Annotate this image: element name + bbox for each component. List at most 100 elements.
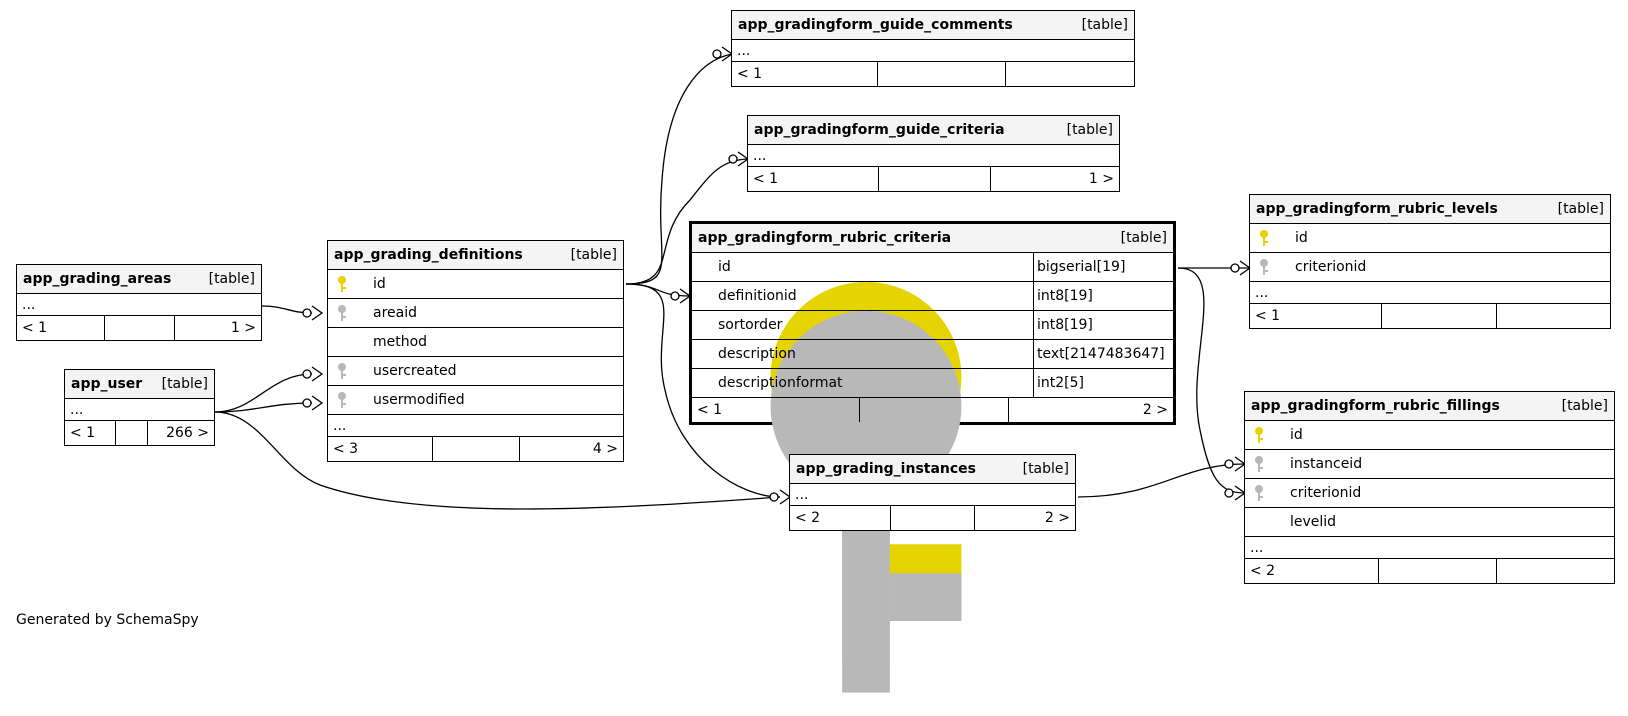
edge-user-instances — [214, 411, 781, 510]
column-name: areaid — [373, 305, 417, 321]
column-row: criterionid — [1250, 253, 1610, 282]
column-row: areaid — [328, 299, 623, 328]
column-name: id — [718, 259, 731, 275]
column-row: usermodified — [328, 386, 623, 415]
table-name: app_user — [71, 376, 143, 392]
column-name: id — [373, 276, 386, 292]
generator-credit: Generated by SchemaSpy — [16, 612, 199, 628]
column-row: id — [1250, 224, 1610, 253]
footer-rows — [878, 62, 1006, 86]
table-header: app_grading_definitions [table] — [328, 241, 623, 270]
foreign-key-icon — [1255, 485, 1263, 501]
table-app-grading-instances[interactable]: app_grading_instances [table] ... < 2 2 … — [789, 454, 1076, 531]
column-datatype: int2[5] — [1037, 375, 1084, 391]
foreign-key-icon — [338, 392, 346, 408]
table-type: [table] — [161, 376, 208, 392]
footer-parents: 1 > — [230, 320, 256, 336]
table-header: app_gradingform_rubric_levels [table] — [1250, 195, 1610, 224]
table-header: app_gradingform_guide_criteria [table] — [748, 116, 1119, 145]
primary-key-icon — [1255, 427, 1263, 443]
footer-rows — [891, 506, 975, 530]
more-columns: ... — [1250, 282, 1610, 304]
table-header: app_grading_instances [table] — [790, 455, 1075, 484]
column-datatype: int8[19] — [1037, 288, 1093, 304]
table-name: app_gradingform_rubric_levels — [1256, 201, 1498, 217]
table-header: app_gradingform_guide_comments [table] — [732, 11, 1134, 40]
footer-rows — [116, 421, 148, 445]
column-row: id bigserial[19] — [692, 253, 1173, 664]
edge-definitions-guide-comments — [625, 53, 733, 285]
table-header: app_user [table] — [65, 370, 214, 399]
table-app-gradingform-guide-criteria[interactable]: app_gradingform_guide_criteria [table] .… — [747, 115, 1120, 192]
crowfoot-usermodified — [302, 395, 324, 411]
table-header: app_gradingform_rubric_fillings [table] — [1245, 392, 1614, 421]
footer-children: < 1 — [692, 398, 860, 422]
footer-children: < 3 — [328, 437, 433, 461]
table-type: [table] — [208, 271, 255, 287]
column-name: definitionid — [718, 288, 797, 304]
column-name: usercreated — [373, 363, 457, 379]
table-name: app_gradingform_rubric_criteria — [698, 230, 952, 246]
table-footer: < 1 — [1250, 304, 1610, 328]
column-name: description — [718, 346, 796, 362]
column-row: definitionid int8[19] — [692, 282, 1173, 693]
crowfoot-usercreated — [302, 366, 324, 382]
more-columns: ... — [1245, 537, 1614, 559]
column-row: descriptionformat int2[5] — [692, 369, 1173, 398]
footer-rows — [879, 167, 991, 191]
primary-key-icon — [1260, 230, 1268, 246]
column-row: method — [328, 328, 623, 357]
table-app-gradingform-rubric-levels[interactable]: app_gradingform_rubric_levels [table] id… — [1249, 194, 1611, 329]
footer-rows — [1382, 304, 1497, 328]
column-datatype: bigserial[19] — [1037, 259, 1126, 275]
table-app-gradingform-rubric-criteria[interactable]: app_gradingform_rubric_criteria [table] … — [689, 221, 1176, 693]
footer-rows — [105, 316, 175, 340]
table-footer: < 1 266 > — [65, 421, 214, 445]
table-name: app_grading_instances — [796, 461, 977, 477]
foreign-key-icon — [1260, 259, 1268, 275]
primary-key-icon — [338, 276, 346, 292]
table-type: [table] — [1120, 230, 1167, 246]
table-footer: < 2 2 > — [790, 506, 1075, 530]
footer-parents: 2 > — [1044, 510, 1070, 526]
more-columns: ... — [328, 415, 623, 437]
footer-parents: 266 > — [166, 425, 209, 441]
column-name: method — [373, 334, 428, 350]
footer-children: < 2 — [790, 506, 891, 530]
footer-parents: 2 > — [1142, 402, 1168, 418]
edge-definitions-instances — [625, 283, 781, 498]
edge-definitions-guide-criteria — [625, 158, 749, 285]
table-app-grading-definitions[interactable]: app_grading_definitions [table] id areai… — [327, 240, 624, 462]
more-columns: ... — [748, 145, 1119, 167]
relationship-edges — [214, 46, 1252, 510]
column-row: id — [328, 270, 623, 299]
table-name: app_gradingform_rubric_fillings — [1251, 398, 1500, 414]
crowfoot-areaid — [302, 305, 324, 321]
more-columns: ... — [732, 40, 1134, 62]
table-type: [table] — [1557, 201, 1604, 217]
column-row: sortorder int8[19] — [692, 311, 1173, 340]
footer-children: < 1 — [732, 62, 878, 86]
foreign-key-icon — [338, 363, 346, 379]
table-app-grading-areas[interactable]: app_grading_areas [table] ... < 1 1 > — [16, 264, 262, 341]
table-app-gradingform-rubric-fillings[interactable]: app_gradingform_rubric_fillings [table] … — [1244, 391, 1615, 584]
column-row: id — [1245, 421, 1614, 450]
table-header: app_grading_areas [table] — [17, 265, 261, 294]
footer-parents — [1497, 304, 1610, 328]
footer-parents — [1497, 559, 1614, 583]
footer-children: < 1 — [65, 421, 116, 445]
column-name: descriptionformat — [718, 375, 843, 391]
table-footer: < 3 4 > — [328, 437, 623, 461]
column-row: description text[2147483647] — [692, 340, 1173, 369]
table-type: [table] — [570, 247, 617, 263]
table-app-gradingform-guide-comments[interactable]: app_gradingform_guide_comments [table] .… — [731, 10, 1135, 87]
column-name: levelid — [1290, 514, 1337, 530]
table-footer: < 1 2 > — [692, 398, 1173, 422]
column-datatype: int8[19] — [1037, 317, 1093, 333]
footer-rows — [860, 398, 1009, 422]
table-footer: < 1 — [732, 62, 1134, 86]
column-name: instanceid — [1290, 456, 1363, 472]
table-app-user[interactable]: app_user [table] ... < 1 266 > — [64, 369, 215, 446]
column-name: sortorder — [718, 317, 783, 333]
column-row: instanceid — [1245, 450, 1614, 479]
